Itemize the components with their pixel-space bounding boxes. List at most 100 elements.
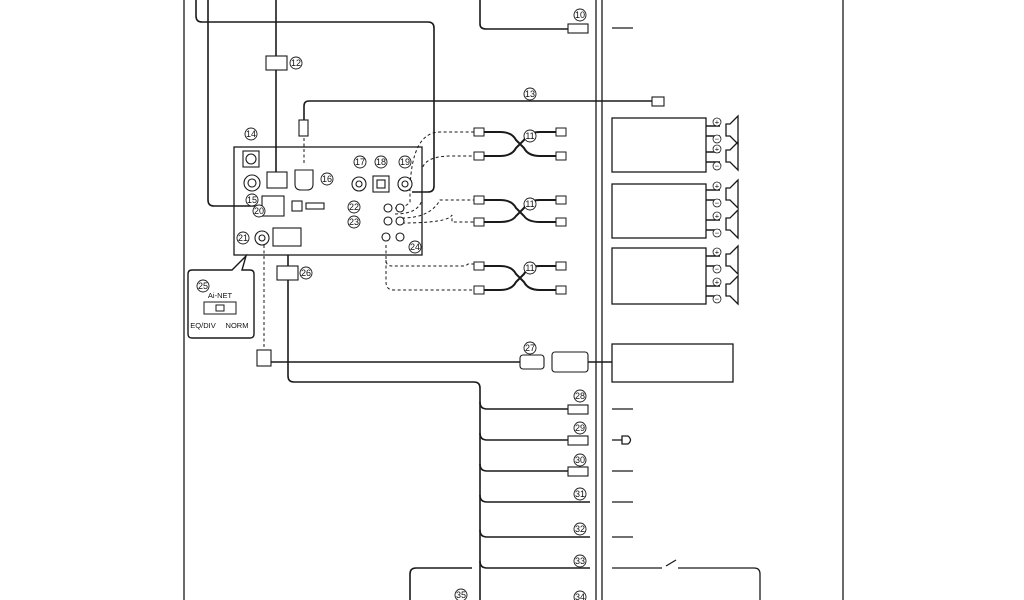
dashed-rear-top [401, 199, 476, 219]
terminal-circle [712, 161, 722, 171]
connector-27-male [519, 354, 545, 370]
callout-15: 15 [247, 195, 257, 205]
speaker-icon-2 [725, 140, 739, 172]
branch-30 [479, 463, 568, 472]
terminal-plus: + [715, 182, 720, 191]
callout-21: 21 [238, 233, 248, 243]
connector-30 [567, 466, 589, 477]
callout-circle [299, 266, 313, 280]
jack-12-port [266, 171, 288, 189]
rca-cable-rear-top [478, 199, 560, 214]
jack-20 [261, 195, 285, 217]
rca-jack-sub-l [381, 232, 391, 242]
callout-circle [523, 197, 537, 211]
rca-jack-rear-r [395, 216, 405, 226]
jack-26 [272, 227, 302, 247]
terminal-minus: − [715, 199, 720, 208]
connector-28 [567, 404, 589, 415]
rca-cable-front-top [478, 131, 560, 146]
ainet-switch-knob [215, 304, 225, 312]
callout-34: 34 [575, 592, 585, 600]
rca-plug [555, 151, 567, 161]
callout-circle [289, 56, 303, 70]
callout-11-rear: 11 [525, 199, 534, 209]
callout-circle [573, 453, 587, 467]
connector-13 [651, 96, 665, 107]
speaker-icon-3 [725, 178, 739, 210]
callout-circle [573, 590, 587, 600]
ainet-left-label: EQ/DIV [190, 321, 215, 330]
rca-plug [473, 127, 485, 137]
callout-14: 14 [246, 129, 256, 139]
jack-19-inner [401, 180, 409, 188]
branch-33 [479, 560, 590, 569]
rca-plug [473, 217, 485, 227]
branch-31 [479, 494, 590, 503]
callout-26: 26 [301, 268, 311, 278]
callout-circle [353, 155, 367, 169]
connector-27-female [551, 351, 589, 373]
rca-plug [555, 195, 567, 205]
callout-circle [573, 8, 587, 22]
terminal-circle [712, 294, 722, 304]
box-26 [276, 265, 299, 281]
callout-27: 27 [525, 343, 535, 353]
terminal-plus: + [715, 145, 720, 154]
callout-19: 19 [400, 157, 410, 167]
callout-20: 20 [254, 206, 264, 216]
callout-circle [573, 421, 587, 435]
callout-circle [523, 341, 537, 355]
callout-circle [320, 172, 334, 186]
rca-cable-rear-bottom [478, 210, 560, 223]
jack-18-inner [376, 179, 386, 189]
ainet-balloon [187, 253, 255, 339]
callout-circle [573, 522, 587, 536]
rca-cable-front-bottom [478, 142, 560, 157]
rca-plug [555, 261, 567, 271]
jack-20-plug [291, 200, 303, 212]
terminal-minus: − [715, 265, 720, 274]
terminal-circle [712, 228, 722, 238]
rca-jack-sub-r [395, 232, 405, 242]
callout-16: 16 [322, 174, 332, 184]
callout-18: 18 [376, 157, 386, 167]
jack-21-inner [258, 234, 266, 242]
callout-17: 17 [355, 157, 365, 167]
lead-29-tab [621, 435, 632, 445]
jack-16 [294, 169, 314, 191]
terminal-circle [712, 247, 722, 257]
callout-22: 22 [349, 202, 359, 212]
terminal-circle [712, 144, 722, 154]
terminal-circle [712, 134, 722, 144]
callout-circle [252, 204, 266, 218]
connector-10 [567, 23, 589, 34]
wire-10 [479, 0, 568, 30]
terminal-plus: + [715, 278, 720, 287]
terminal-circle [712, 117, 722, 127]
callout-11-front: 11 [525, 131, 534, 141]
rca-plug [473, 151, 485, 161]
callout-circle [347, 200, 361, 214]
terminal-circle [712, 181, 722, 191]
dashed-rear-bottom [401, 214, 476, 224]
callout-circle [236, 231, 250, 245]
lead-33-switch [612, 559, 761, 600]
rca-plug [473, 195, 485, 205]
dashed-sub-bottom [385, 260, 476, 291]
speaker-icon-1 [725, 114, 739, 146]
callout-circle [573, 554, 587, 568]
callout-circle [347, 215, 361, 229]
wire-top-b [207, 0, 255, 207]
amplifier-front [611, 117, 707, 173]
callout-29: 29 [575, 423, 585, 433]
rca-jack-front-r [395, 203, 405, 213]
amplifier-rear [611, 183, 707, 239]
callout-13: 13 [525, 89, 535, 99]
harness-trunk [287, 280, 481, 600]
callout-30: 30 [575, 455, 585, 465]
callout-24: 24 [410, 242, 420, 252]
rca-plug [473, 261, 485, 271]
callout-circle [523, 129, 537, 143]
rca-cable-sub-top [478, 265, 560, 280]
